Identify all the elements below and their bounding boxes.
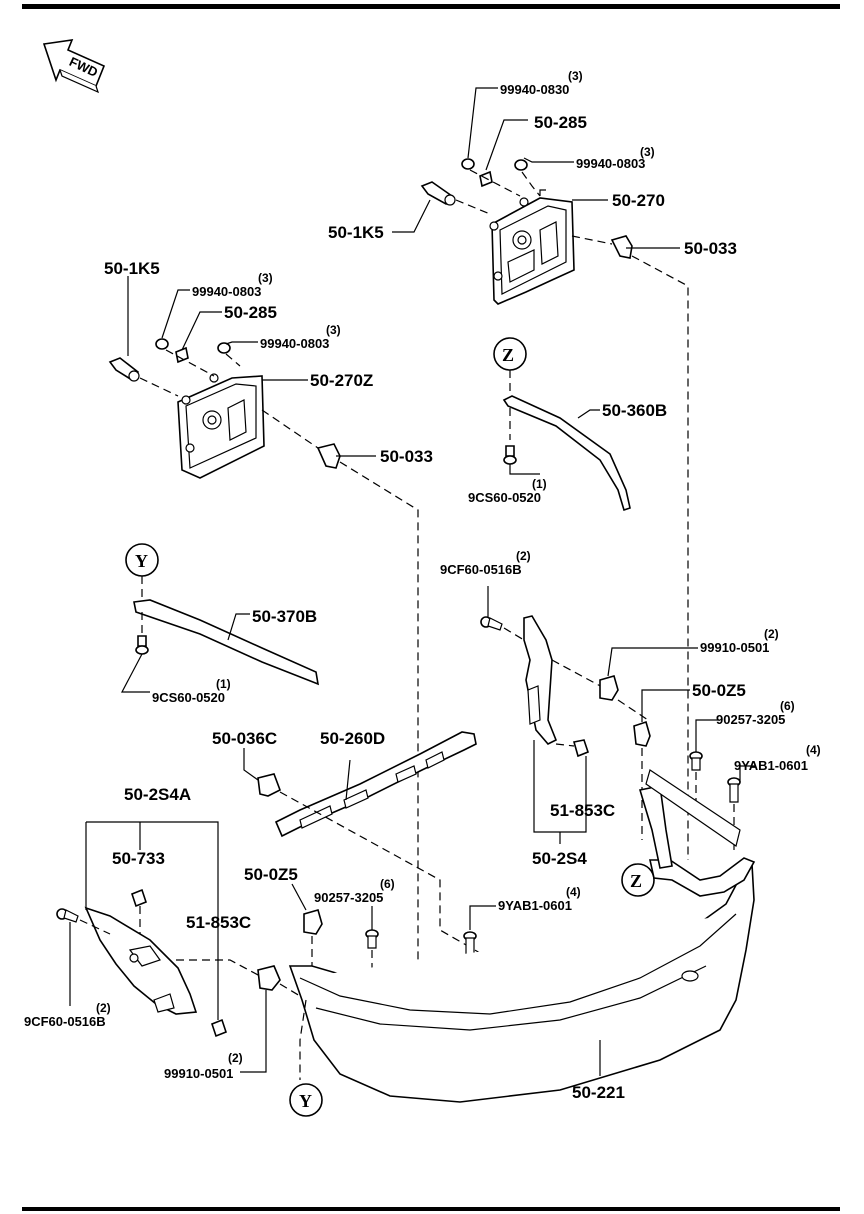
label-99940-0803-right: 99940-0803 <box>576 156 645 171</box>
label-50-0Z5-left: 50-0Z5 <box>244 865 298 884</box>
label-50-370B: 50-370B <box>252 607 317 626</box>
nut-99940-0803-left1 <box>155 338 169 350</box>
label-50-033-left: 50-033 <box>380 447 433 466</box>
label-90257-3205-left: 90257-3205 <box>314 890 383 905</box>
strip-50-370B <box>133 599 320 686</box>
callout-Y-bottom <box>289 1083 323 1117</box>
bolt-9YAB1-0601-right <box>727 777 741 803</box>
rivet-90257-3205-right <box>689 751 703 771</box>
clip-99910-0501-right <box>599 675 619 701</box>
label-99940-0803-left2: 99940-0803 <box>260 336 329 351</box>
label-50-036C: 50-036C <box>212 729 277 748</box>
label-99940-0803-left2-qty: (3) <box>326 323 341 337</box>
label-50-1K5-right: 50-1K5 <box>328 223 384 242</box>
bracket-50-270 <box>489 197 575 305</box>
pin-50-1K5-right <box>420 181 456 206</box>
label-9YAB1-0601-right-qty: (4) <box>806 743 821 757</box>
label-50-0Z5-right: 50-0Z5 <box>692 681 746 700</box>
label-90257-3205-right: 90257-3205 <box>716 712 785 727</box>
label-9CF60-0516B-right: 9CF60-0516B <box>440 562 522 577</box>
callout-Y-bottom-letter: Y <box>299 1091 312 1111</box>
screw-9CF60-0516B-left <box>56 908 79 923</box>
callout-Z-bottom-letter: Z <box>630 871 642 891</box>
label-99940-0830-qty: (3) <box>568 69 583 83</box>
label-50-360B: 50-360B <box>602 401 667 420</box>
bottom-rule <box>22 1207 840 1211</box>
top-rule <box>22 4 840 9</box>
guard-51-853C-right <box>523 615 558 745</box>
label-90257-3205-left-qty: (6) <box>380 877 395 891</box>
rivet-90257-3205-left <box>365 929 379 949</box>
label-9CF60-0516B-left: 9CF60-0516B <box>24 1014 106 1029</box>
label-50-270: 50-270 <box>612 191 665 210</box>
bumper-cover-50-221 <box>288 769 756 1103</box>
clip-99910-0501-left <box>257 965 281 991</box>
nut-50-733-right <box>572 739 589 758</box>
nut-50-733-left <box>131 888 147 908</box>
label-9CF60-0516B-left-qty: (2) <box>96 1001 111 1015</box>
label-9YAB1-0601-right: 9YAB1-0601 <box>734 758 808 773</box>
washer-50-285-right <box>479 170 493 188</box>
label-50-033-right: 50-033 <box>684 239 737 258</box>
fwd-arrow-icon: FWD <box>42 39 106 94</box>
nut-51-853C-left <box>211 1018 227 1038</box>
label-90257-3205-right-qty: (6) <box>780 699 795 713</box>
label-99910-0501-left-qty: (2) <box>228 1051 243 1065</box>
label-99940-0803-left1-qty: (3) <box>258 271 273 285</box>
label-51-853C-left: 51-853C <box>186 913 251 932</box>
clip-50-033-left <box>316 443 341 469</box>
label-9YAB1-0601-left-qty: (4) <box>566 885 581 899</box>
label-99910-0501-right: 99910-0501 <box>700 640 769 655</box>
label-51-853C-right: 51-853C <box>550 801 615 820</box>
label-50-285-right: 50-285 <box>534 113 587 132</box>
screw-9CF60-0516B-right <box>480 616 503 631</box>
label-9CF60-0516B-right-qty: (2) <box>516 549 531 563</box>
callout-Z-bottom <box>621 863 655 897</box>
label-50-221: 50-221 <box>572 1083 625 1102</box>
label-9YAB1-0601-left: 9YAB1-0601 <box>498 898 572 913</box>
nut-99940-0830 <box>461 158 475 170</box>
bolt-9YAB1-0601-left <box>463 931 477 957</box>
label-99910-0501-right-qty: (2) <box>764 627 779 641</box>
screw-9CS60-0520-right <box>503 445 517 465</box>
label-50-2S4: 50-2S4 <box>532 849 587 868</box>
guard-51-853C-left <box>84 906 198 1015</box>
clip-50-0Z5-right <box>633 720 651 747</box>
label-99940-0830: 99940-0830 <box>500 82 569 97</box>
label-99910-0501-left: 99910-0501 <box>164 1066 233 1081</box>
label-9CS60-0520-left-qty: (1) <box>216 677 231 691</box>
label-50-2S4A: 50-2S4A <box>124 785 191 804</box>
pin-50-1K5-left <box>108 357 140 382</box>
screw-9CS60-0520-left <box>135 635 149 655</box>
label-99940-0803-right-qty: (3) <box>640 145 655 159</box>
label-50-1K5-left: 50-1K5 <box>104 259 160 278</box>
clip-50-033-right <box>610 235 633 259</box>
bracket-50-270Z <box>177 373 265 479</box>
label-50-270Z: 50-270Z <box>310 371 373 390</box>
callout-Y-left-letter: Y <box>135 551 148 571</box>
label-9CS60-0520-right: 9CS60-0520 <box>468 490 541 505</box>
nut-99940-0803-left2 <box>217 342 231 354</box>
label-99940-0803-left1: 99940-0803 <box>192 284 261 299</box>
label-9CS60-0520-left: 9CS60-0520 <box>152 690 225 705</box>
label-50-260D: 50-260D <box>320 729 385 748</box>
nut-99940-0803-right <box>514 159 528 171</box>
label-50-285-left: 50-285 <box>224 303 277 322</box>
clip-50-036C <box>257 773 282 797</box>
label-50-733: 50-733 <box>112 849 165 868</box>
clip-50-0Z5-left <box>303 909 323 935</box>
callout-Z-top-letter: Z <box>502 345 514 365</box>
strip-50-360B <box>502 395 631 512</box>
label-9CS60-0520-right-qty: (1) <box>532 477 547 491</box>
washer-50-285-left <box>175 346 189 364</box>
reinforcement-50-260D <box>274 731 477 838</box>
